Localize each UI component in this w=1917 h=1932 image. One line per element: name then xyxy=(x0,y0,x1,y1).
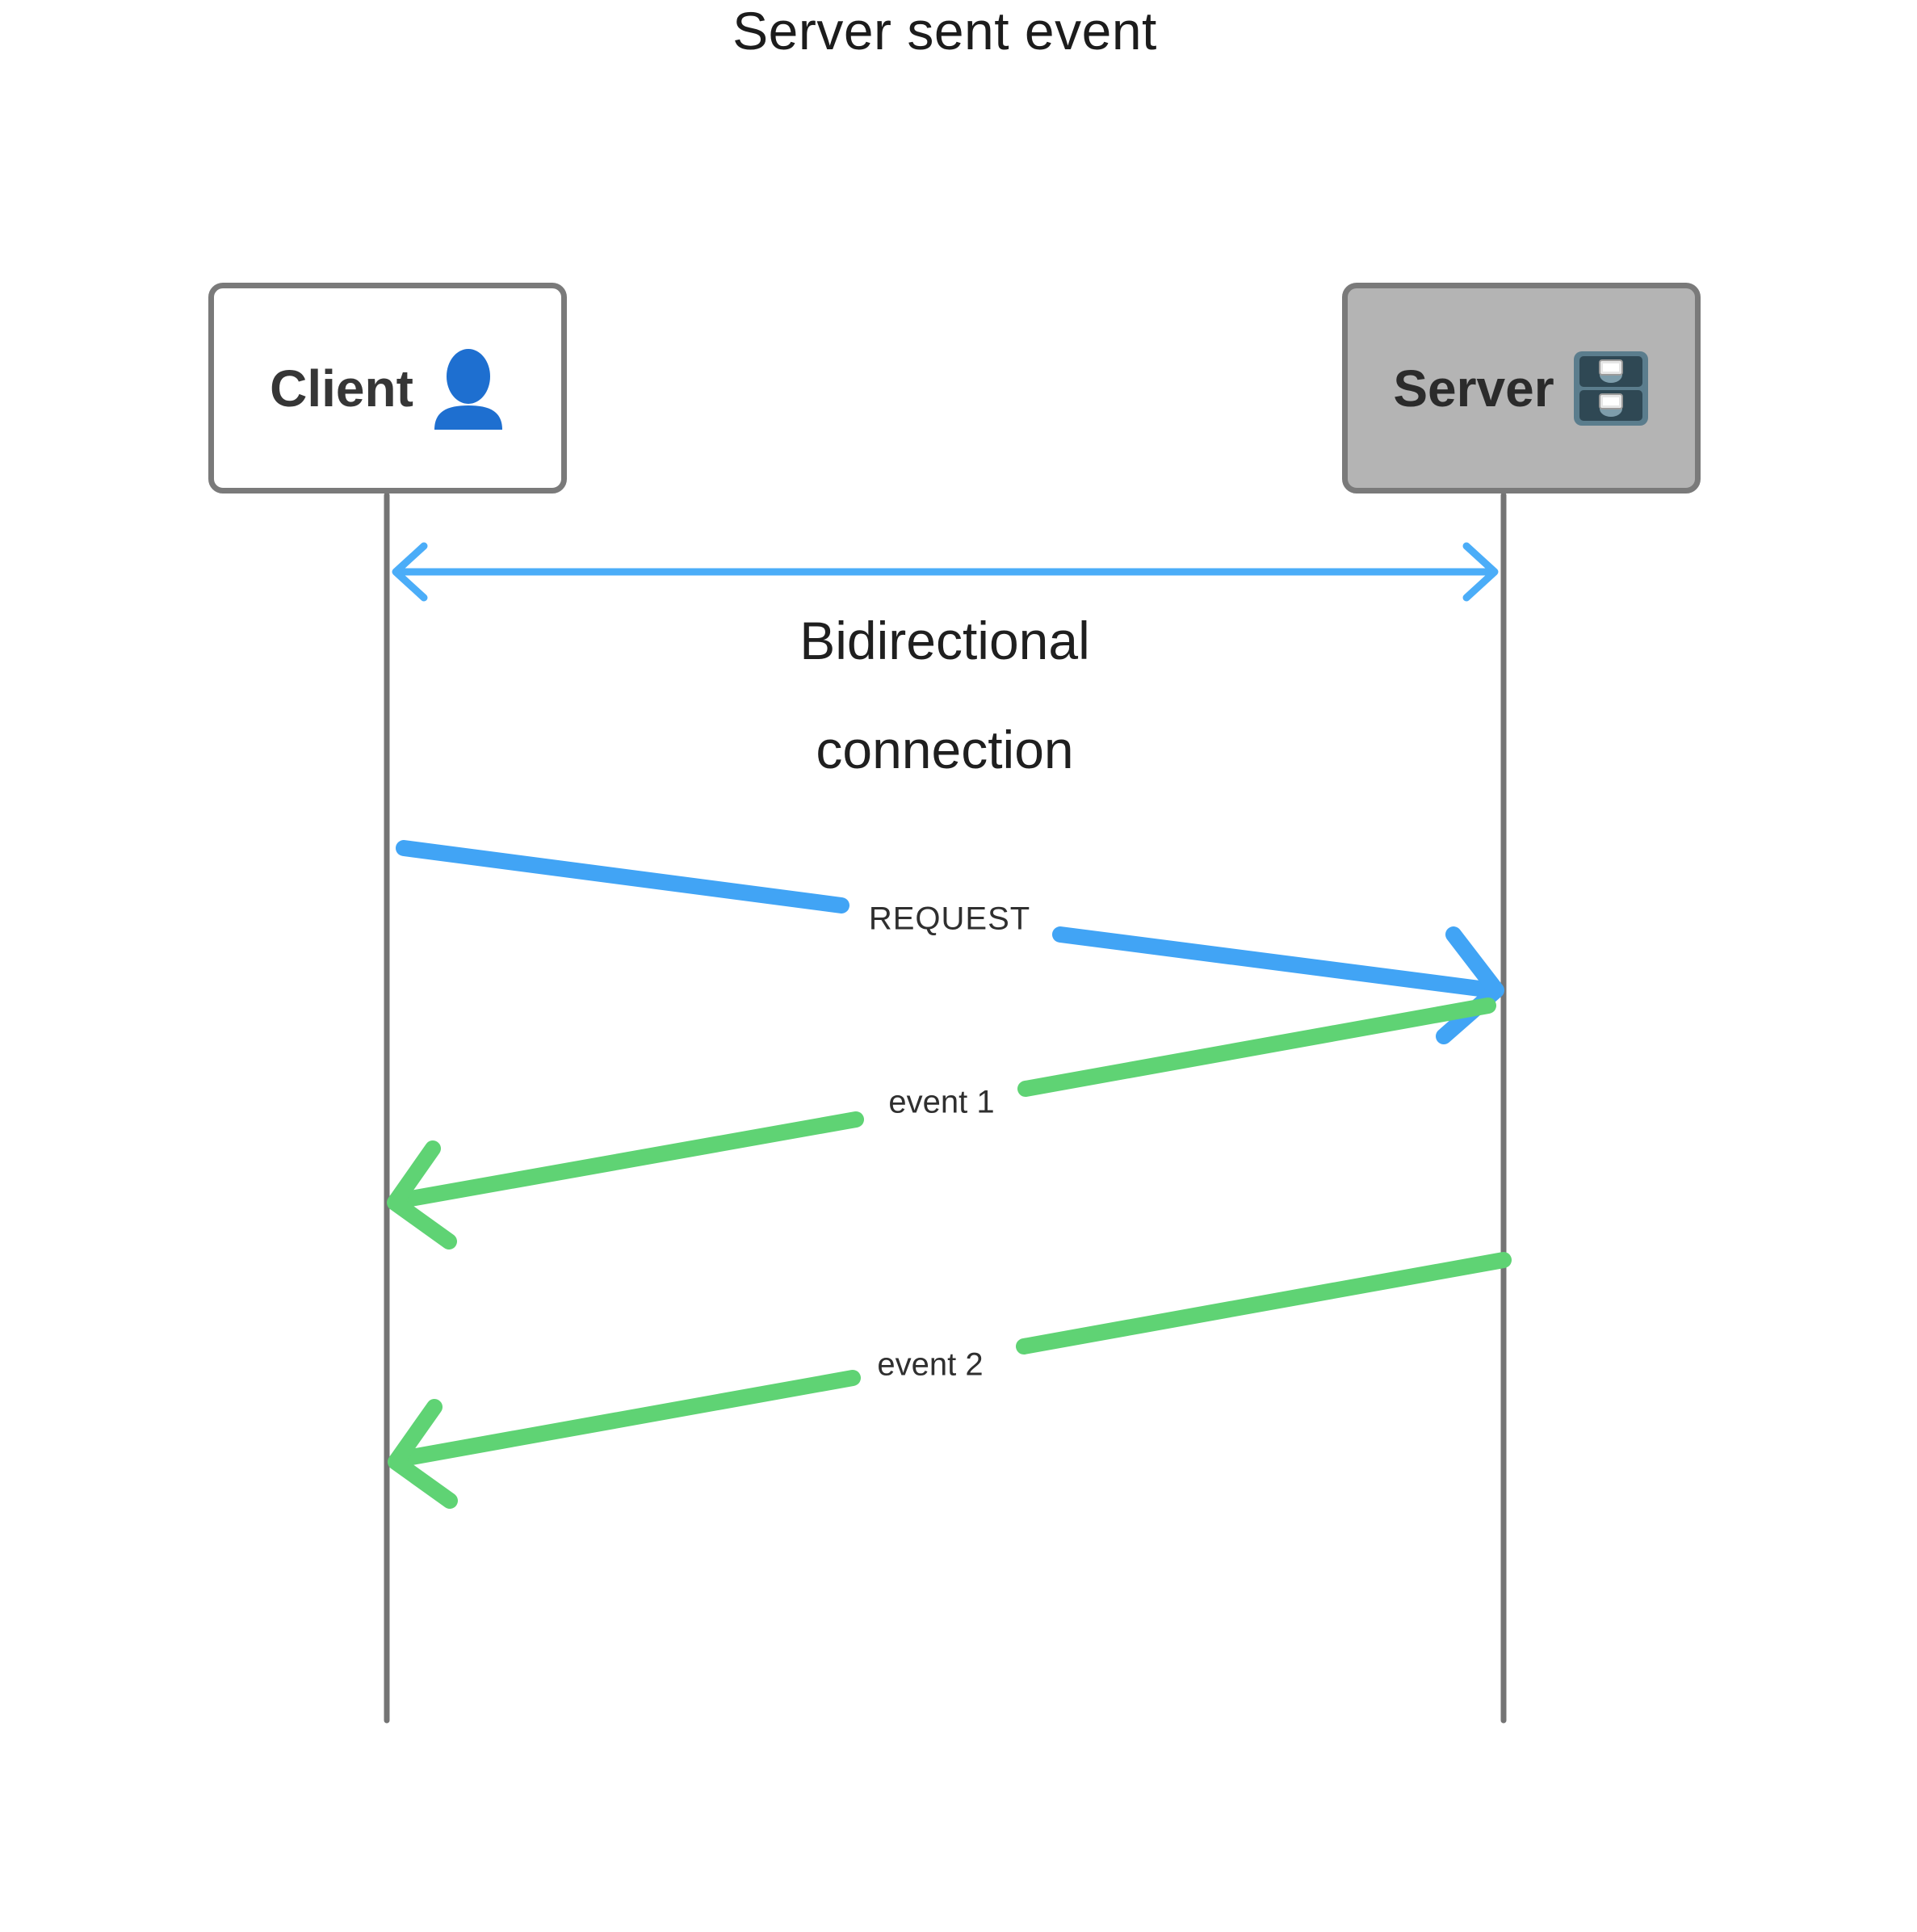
event2-arrow-segment-2 xyxy=(399,1370,861,1466)
bidirectional-connection-label: Bidirectional connection xyxy=(799,611,1090,779)
request-message-label: REQUEST xyxy=(868,901,1031,937)
event1-arrow-segment-1 xyxy=(1017,998,1496,1097)
event1-arrow xyxy=(387,998,1496,1250)
event1-message-label: event 1 xyxy=(888,1084,995,1120)
server-actor-label: Server xyxy=(1393,359,1554,418)
event1-arrow-segment-2 xyxy=(398,1111,864,1208)
request-arrow-segment-1 xyxy=(396,840,849,914)
server-actor-box: Server xyxy=(1342,283,1701,494)
file-cabinet-icon xyxy=(1573,351,1648,426)
event2-message-label: event 2 xyxy=(877,1346,984,1383)
event2-arrow-segment-1 xyxy=(1016,1252,1512,1354)
arrowhead-right-icon xyxy=(1462,542,1499,602)
request-arrow-segment-2 xyxy=(1052,926,1494,998)
person-icon xyxy=(434,348,502,430)
request-arrow xyxy=(396,840,1504,1044)
bidirectional-arrow xyxy=(392,542,1499,602)
request-arrowhead-icon xyxy=(1436,926,1504,1044)
event2-arrow xyxy=(388,1252,1512,1509)
arrowhead-left-icon xyxy=(392,542,428,602)
diagram-title: Server sent event xyxy=(732,1,1157,61)
client-actor-box: Client xyxy=(208,283,567,494)
client-actor-label: Client xyxy=(270,359,413,418)
event2-arrowhead-icon xyxy=(388,1399,458,1509)
event1-arrowhead-icon xyxy=(387,1140,457,1250)
